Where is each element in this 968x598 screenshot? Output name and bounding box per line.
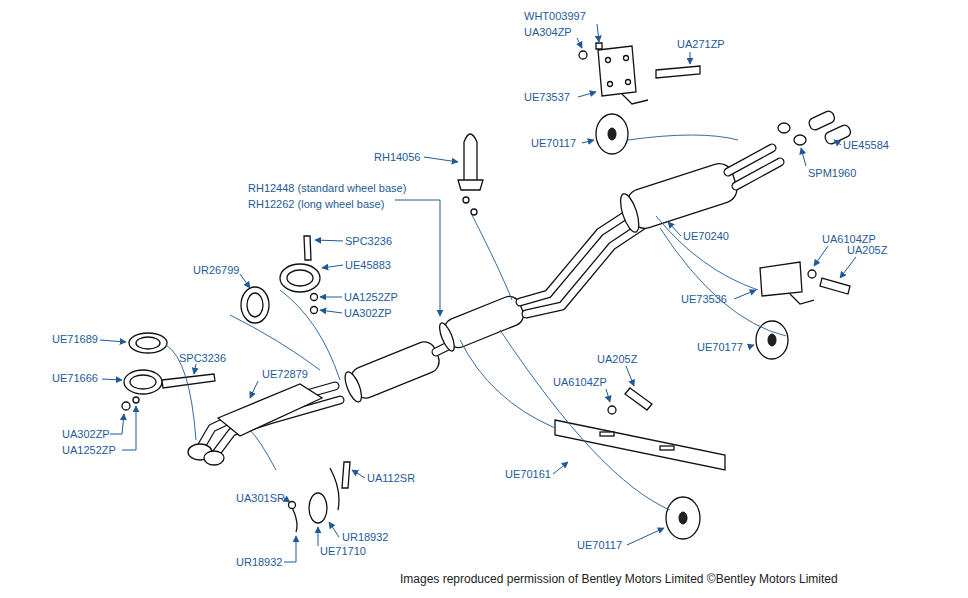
part-number: UA304ZP [524, 26, 572, 39]
part-number: UA1252ZP [344, 291, 398, 304]
part-number: RH12448 (standard wheel base) [248, 182, 406, 195]
part-number: RH12262 (long wheel base) [248, 198, 384, 211]
part-number: UE70117 [531, 137, 576, 150]
part-number: UA302ZP [62, 428, 110, 441]
part-number: UE45584 [843, 139, 889, 152]
part-number: UA205Z [597, 353, 637, 366]
part-number: UA301SR [236, 492, 285, 505]
part-number: UE45883 [345, 259, 391, 272]
part-number: UA302ZP [344, 307, 392, 320]
part-number: WHT003997 [524, 10, 586, 23]
part-number: UR18932 [342, 531, 388, 544]
part-number: UR18932 [236, 556, 282, 569]
part-number: SPC3236 [179, 352, 226, 365]
part-number: UE71666 [52, 372, 98, 385]
part-number: UA1252ZP [62, 444, 116, 457]
part-number: UE70240 [683, 230, 729, 243]
part-number: UA6104ZP [553, 376, 607, 389]
part-number: UE71710 [320, 545, 366, 558]
part-number: SPM1960 [808, 167, 856, 180]
part-number: UE70117 [577, 539, 622, 552]
part-number: UE72879 [262, 368, 308, 381]
part-number: UE73536 [681, 293, 727, 306]
part-number: UE71689 [52, 333, 98, 346]
part-number: RH14056 [374, 151, 420, 164]
credit-caption: Images reproduced permission of Bentley … [400, 572, 838, 586]
part-number: UE70177 [697, 341, 743, 354]
part-number: SPC3236 [345, 235, 392, 248]
part-number: UA112SR [367, 472, 415, 485]
part-number: UR26799 [193, 264, 239, 277]
part-number: UE73537 [524, 91, 570, 104]
part-number: UE70161 [505, 468, 551, 481]
part-number: UA271ZP [677, 38, 725, 51]
part-number: UA205Z [847, 244, 887, 257]
